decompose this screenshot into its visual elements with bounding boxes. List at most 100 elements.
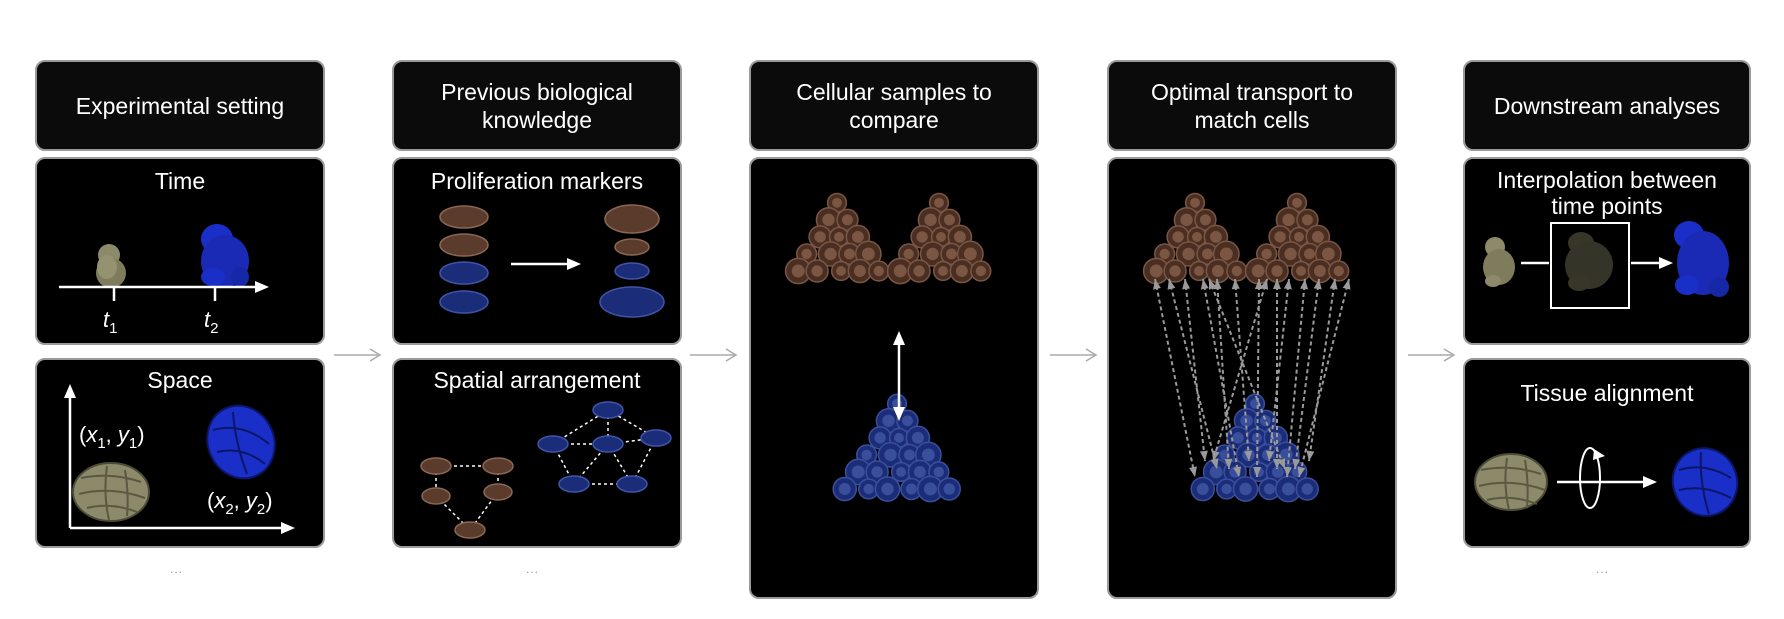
embryo-icon — [1565, 232, 1613, 291]
cell-stack-right — [599, 204, 665, 318]
brown-cell — [1303, 248, 1315, 260]
dashed-arrow — [1154, 278, 1196, 478]
panel-title: Tissue alignment — [1520, 380, 1694, 406]
arrow-head — [1297, 466, 1306, 477]
brown-cell — [836, 266, 846, 276]
brown-cell — [945, 248, 957, 260]
header-downstream-analyses: Downstream analyses — [1463, 60, 1751, 151]
brown-cell — [791, 264, 805, 278]
tissue-slice-icon — [1474, 453, 1548, 511]
transport-illustration — [1142, 192, 1351, 503]
brown-cell — [1296, 266, 1306, 276]
arrow-head — [1266, 450, 1275, 461]
dashed-arrow — [1294, 278, 1320, 470]
brown-cell — [834, 231, 844, 242]
blue-cell — [923, 482, 937, 496]
tissue-slice-icon — [1671, 447, 1739, 517]
brown-cell-population — [1142, 192, 1350, 285]
brown-cell — [1313, 265, 1326, 277]
blue-cell — [903, 449, 915, 461]
brown-cell — [1292, 197, 1302, 208]
dashed-arrow — [1212, 278, 1268, 462]
time-label-t2: t2 — [204, 307, 219, 337]
panel-title: Proliferation markers — [430, 168, 644, 194]
brown-cell — [811, 265, 823, 277]
brown-cell — [903, 248, 914, 260]
dashed-arrow — [1202, 278, 1240, 478]
brown-cells — [420, 457, 514, 539]
blue-cell — [1209, 465, 1223, 479]
panel-interpolation: Interpolation between time points — [1463, 157, 1751, 345]
brown-cell — [955, 265, 968, 277]
brown-cell — [1274, 231, 1286, 243]
brown-cell — [841, 214, 853, 226]
brown-cell — [1311, 230, 1324, 243]
blue-cell — [921, 448, 935, 462]
brown-cell — [824, 247, 837, 261]
header-cellular-samples-to-compare: Cellular samples to compare — [749, 60, 1039, 151]
proliferation-illustration — [439, 204, 665, 318]
blue-cell — [933, 466, 945, 478]
blue-cell — [913, 466, 926, 478]
panel-title: Interpolation between time points — [1497, 167, 1717, 219]
time-illustration — [59, 224, 269, 301]
brown-cell — [975, 265, 987, 277]
blue-cell — [1232, 432, 1244, 444]
tissue-slice-icon — [206, 404, 276, 480]
blue-cell — [874, 432, 886, 444]
panel-time: Time t1 t2 — [35, 157, 325, 345]
tissue-slice-icon — [72, 462, 150, 522]
brown-cell — [1180, 213, 1193, 227]
flow-arrow-icon — [334, 348, 382, 362]
dashed-arrow-icon — [1153, 278, 1351, 478]
dashed-arrow — [1168, 278, 1218, 470]
dashed-arrow — [1208, 278, 1286, 470]
spatial-graph-illustration — [420, 401, 672, 539]
brown-cell — [851, 230, 864, 243]
blue-cell — [1239, 482, 1252, 496]
arrow-head — [1200, 279, 1209, 290]
arrow-head — [1283, 279, 1292, 290]
arrow-head — [1153, 279, 1161, 290]
brown-cell — [936, 231, 946, 242]
brown-cell — [832, 197, 842, 208]
arrow-head — [1273, 279, 1281, 289]
arrow-head — [1277, 458, 1285, 469]
blue-cell — [1221, 483, 1232, 495]
brown-cell — [953, 230, 966, 243]
brown-cell — [963, 247, 977, 261]
panel-optimal-transport — [1107, 157, 1397, 599]
dashed-arrow — [1234, 278, 1250, 462]
brown-cell — [1321, 247, 1335, 261]
more-ellipsis: ... — [1596, 562, 1610, 576]
brown-cell — [1169, 265, 1181, 277]
blue-cell — [871, 466, 883, 478]
arrow-head — [1210, 458, 1219, 469]
brown-cell — [1231, 265, 1243, 277]
arrow-head — [1212, 450, 1220, 461]
brown-cell — [801, 248, 812, 260]
brown-cell — [853, 265, 866, 277]
brown-cell — [1301, 214, 1313, 226]
brown-cell — [1192, 231, 1202, 242]
blue-cell — [884, 448, 897, 462]
blue-cell-population — [1190, 393, 1319, 503]
space-label-xy1: (x1, y1) — [79, 422, 145, 452]
arrow-head — [1253, 466, 1262, 477]
brown-cell — [822, 213, 835, 227]
panel-cellular-samples — [749, 157, 1039, 599]
double-arrow-icon — [893, 331, 905, 421]
dashed-arrow — [1286, 278, 1306, 478]
arrow-head — [1306, 450, 1315, 461]
arrow-head — [1209, 279, 1217, 290]
brown-cell — [814, 231, 826, 243]
arrow-head — [1292, 458, 1301, 469]
blue-cell — [1271, 466, 1284, 478]
blue-cell — [1301, 483, 1313, 495]
brown-cell — [1190, 197, 1200, 208]
arrow-head — [1313, 279, 1322, 290]
blue-cell — [1259, 415, 1271, 427]
cell-stack-left — [439, 205, 489, 314]
panel-spatial-arrangement: Spatial arrangement — [392, 358, 682, 548]
brown-cell — [1284, 247, 1297, 261]
